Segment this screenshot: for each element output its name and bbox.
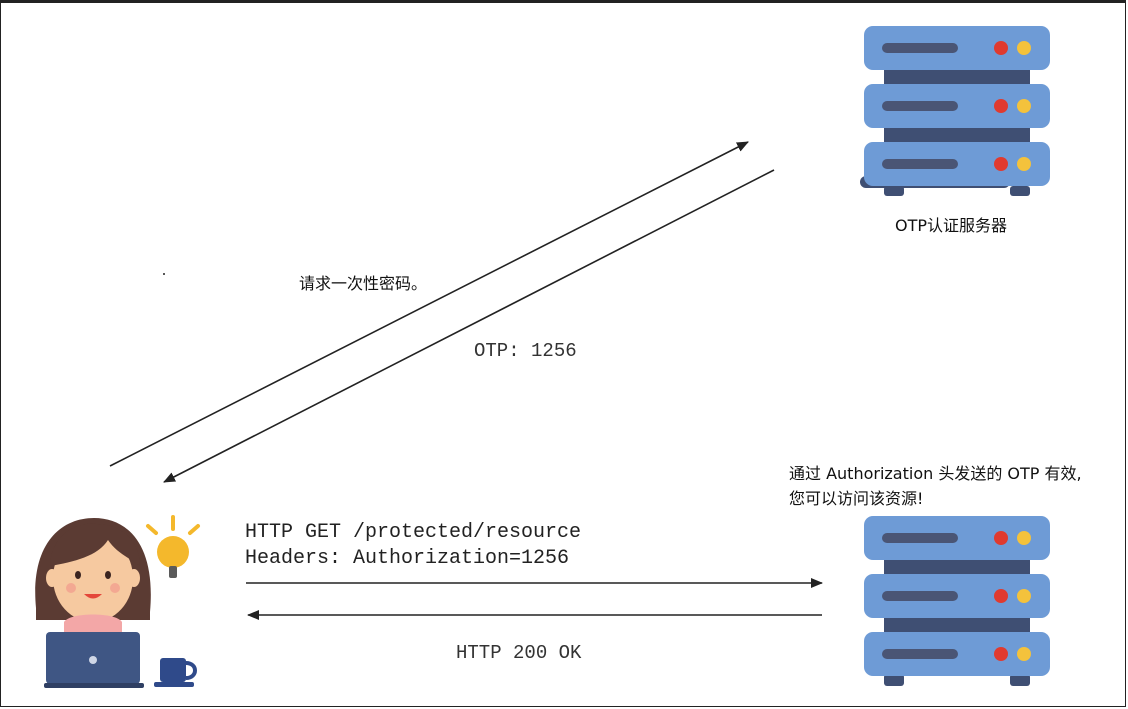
resource-server-note-line1: 通过 Authorization 头发送的 OTP 有效, xyxy=(789,464,1082,483)
resource-server-note-line2: 您可以访问该资源! xyxy=(789,489,924,508)
resource-server-icon xyxy=(864,516,1050,686)
resource-request-line1: HTTP GET /protected/resource xyxy=(245,521,582,544)
arrow-request-otp xyxy=(109,141,749,467)
laptop-icon xyxy=(44,632,144,688)
resource-request-line2: Headers: Authorization=1256 xyxy=(245,547,570,570)
coffee-cup-icon xyxy=(154,658,197,687)
lightbulb-icon xyxy=(146,515,200,578)
resource-response-label: HTTP 200 OK xyxy=(456,642,582,664)
auth-server-icon xyxy=(860,26,1050,196)
request-otp-label: 请求一次性密码。 xyxy=(299,274,428,293)
otp-response-label: OTP: 1256 xyxy=(474,340,577,362)
arrow-otp-response xyxy=(163,169,775,483)
stray-dot xyxy=(163,273,165,275)
user-icon xyxy=(35,518,151,636)
auth-server-label: OTP认证服务器 xyxy=(895,216,1008,235)
